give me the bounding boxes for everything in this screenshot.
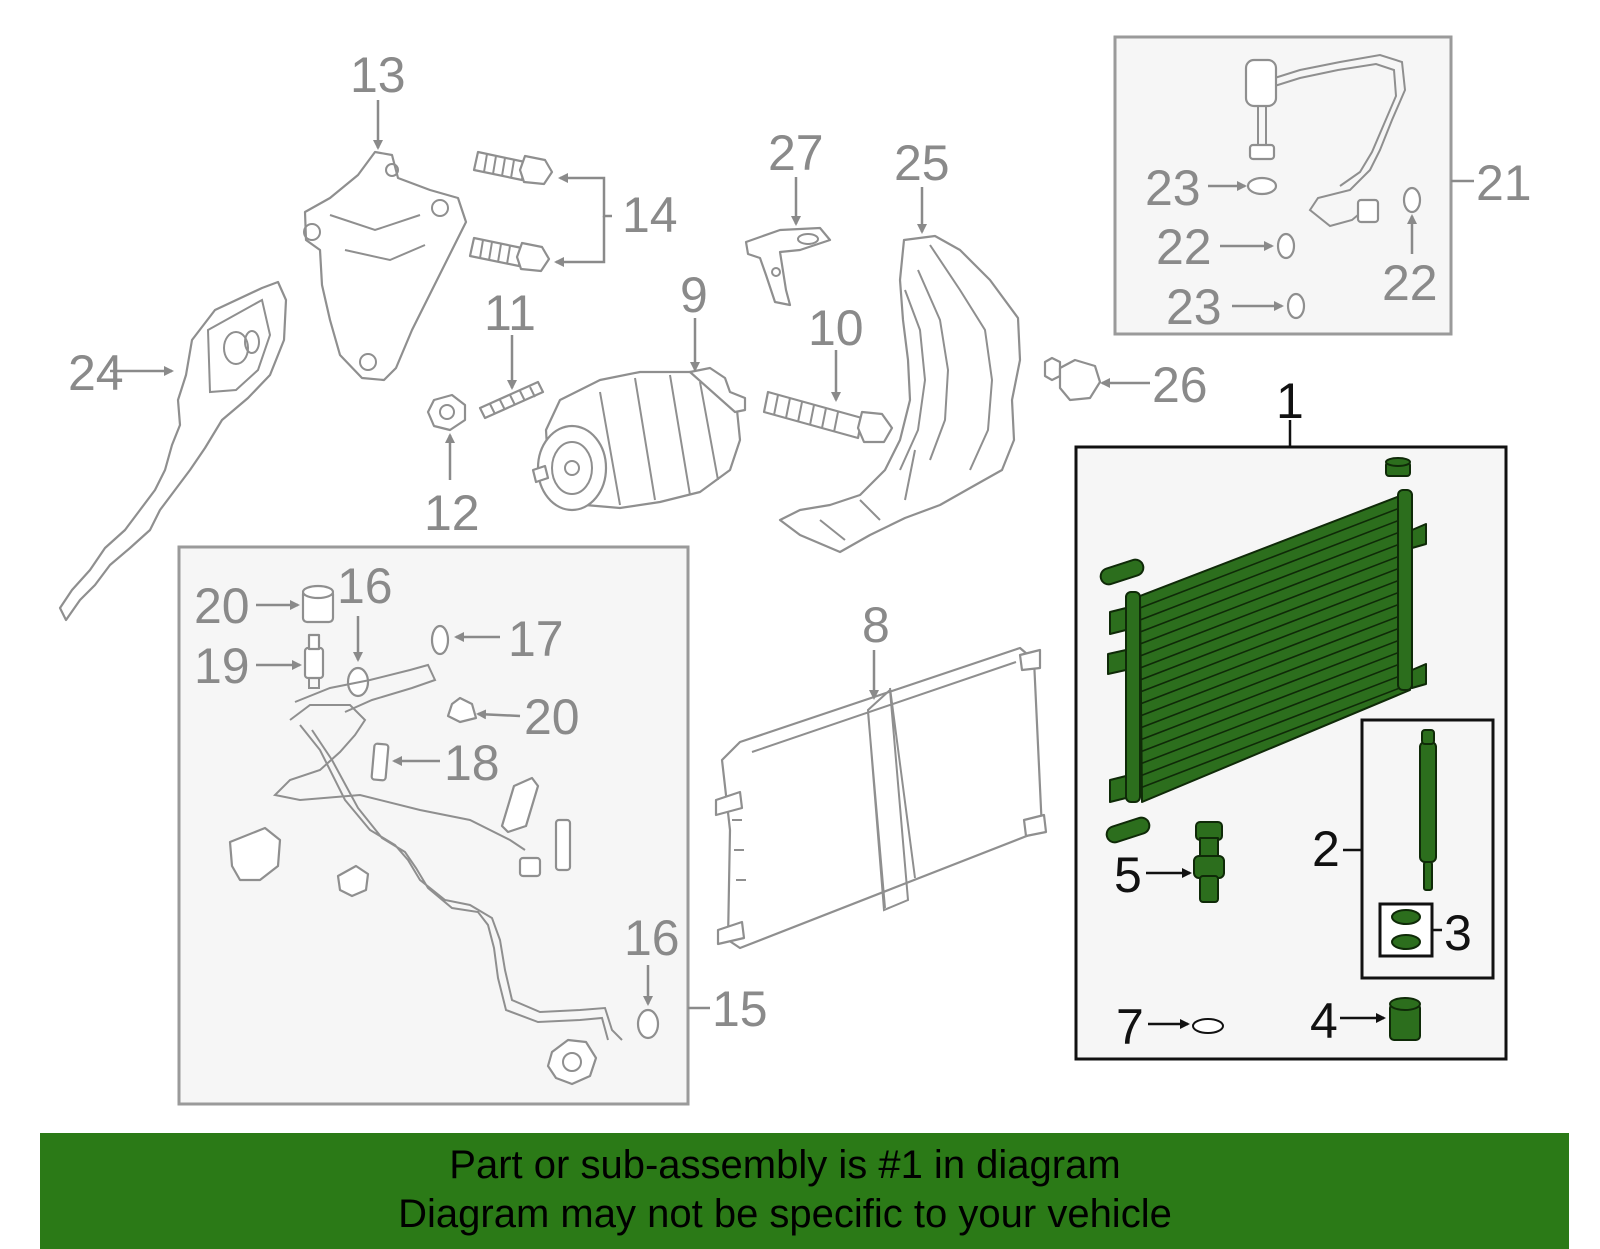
callout-19: 19	[194, 638, 250, 694]
callout-20-upper: 20	[194, 578, 250, 634]
nut-12	[426, 393, 467, 432]
drier-filter-2	[1419, 729, 1437, 891]
callout-13: 13	[350, 47, 406, 103]
pressure-switch-19	[303, 633, 325, 689]
o-ring-22-left	[1276, 232, 1296, 260]
air-baffle-24	[58, 280, 288, 622]
cap-4	[1389, 997, 1421, 1041]
compressor-bracket-13	[303, 150, 468, 382]
callout-11: 11	[484, 285, 536, 341]
callout-2: 2	[1312, 821, 1340, 877]
callout-20-lower: 20	[524, 689, 580, 745]
callout-10: 10	[808, 300, 864, 356]
callout-9: 9	[680, 267, 708, 323]
callout-26: 26	[1152, 357, 1208, 413]
condenser-seal-top	[1385, 457, 1411, 477]
callout-25: 25	[894, 135, 950, 191]
callout-27: 27	[768, 125, 824, 181]
info-banner: Part or sub-assembly is #1 in diagram Di…	[40, 1133, 1569, 1249]
hose-21	[1261, 53, 1407, 228]
bolt-14-lower	[468, 236, 551, 273]
callout-14: 14	[622, 187, 678, 243]
callout-4: 4	[1310, 993, 1338, 1049]
tube-seal	[554, 818, 572, 872]
callout-12: 12	[424, 485, 480, 541]
o-ring-22-right	[1402, 186, 1422, 214]
condenser-seal-left	[1099, 558, 1145, 586]
o-rings-3	[1378, 902, 1434, 958]
hose-line	[272, 663, 623, 1041]
o-ring-16-lower	[636, 1008, 660, 1040]
sensor-5	[1193, 821, 1225, 903]
callout-22-left: 22	[1156, 219, 1212, 275]
bolt-26	[1043, 356, 1102, 402]
o-ring-7	[1192, 1018, 1224, 1034]
callout-23-lower: 23	[1166, 279, 1222, 335]
callout-24: 24	[68, 345, 124, 401]
banner-line-2: Diagram may not be specific to your vehi…	[398, 1192, 1172, 1236]
callout-3: 3	[1444, 905, 1472, 961]
receiver-cap-20	[301, 584, 335, 624]
leader-lines	[110, 100, 1474, 1029]
callout-22-right: 22	[1382, 255, 1438, 311]
callout-21: 21	[1476, 155, 1532, 211]
bracket-block	[228, 826, 282, 882]
o-ring-23-lower	[1286, 292, 1306, 320]
callout-17: 17	[508, 611, 564, 667]
valve-cap-20	[446, 696, 478, 724]
callout-5: 5	[1114, 847, 1142, 903]
stud-11	[478, 380, 545, 420]
callout-18: 18	[444, 735, 500, 791]
o-ring-23-upper	[1246, 176, 1278, 196]
bolt-10	[762, 390, 894, 444]
bolt-14-upper	[472, 150, 554, 186]
hose-end-fitting	[518, 856, 542, 878]
flange-nut	[546, 1038, 598, 1086]
callout-23-upper: 23	[1145, 160, 1201, 216]
o-ring-17	[430, 624, 450, 656]
sensor-fitting	[336, 864, 370, 898]
banner-line-1: Part or sub-assembly is #1 in diagram	[449, 1143, 1121, 1187]
air-deflector-25	[778, 234, 1022, 554]
callout-8: 8	[862, 597, 890, 653]
condenser-1	[1107, 489, 1427, 803]
callout-16-lower: 16	[624, 910, 680, 966]
callout-1: 1	[1276, 373, 1304, 429]
callout-7: 7	[1116, 999, 1144, 1055]
radiator-8	[714, 646, 1048, 950]
foam-block	[500, 776, 540, 834]
callout-16-upper: 16	[337, 558, 393, 614]
bracket-27	[744, 226, 832, 307]
callout-15: 15	[712, 981, 768, 1037]
callout-labels: 13 14 24 11 12 9 10 27 25 26 8 15 21 23 …	[68, 47, 1532, 1055]
condenser-seal-bottom	[1105, 816, 1151, 844]
hose-21-fitting	[1244, 58, 1278, 108]
compressor-9	[531, 366, 747, 512]
seal-18	[370, 742, 390, 782]
